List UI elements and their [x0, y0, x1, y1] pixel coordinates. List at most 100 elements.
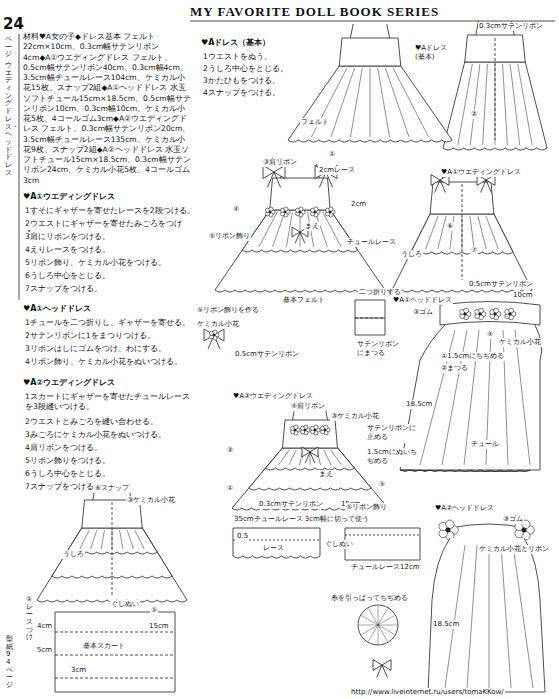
callout-label: 4スナップをつける。: [202, 88, 281, 98]
rosette-fold: [362, 625, 378, 635]
callout-label: ①1.5cmにちぢめる: [440, 352, 505, 361]
gather-line: [331, 68, 355, 137]
flower-center: [509, 313, 512, 316]
callout-label: 4肩リボンをつける。: [24, 443, 103, 453]
gathered-rosette: [358, 605, 398, 645]
callout-label: ♥Aドレス (基本): [414, 44, 456, 63]
gather-line: [286, 212, 292, 247]
callout-label: ⑤リボン飾りを作る: [196, 306, 260, 315]
rosette-fold: [378, 625, 397, 626]
callout-label: ぐしぬい: [110, 600, 140, 609]
gather-line: [450, 216, 454, 249]
flower-petal: [464, 308, 469, 313]
callout-label: ①: [226, 484, 234, 493]
callout-label: ④: [232, 205, 240, 214]
gather-line: [370, 68, 371, 137]
flower-petal: [446, 520, 454, 528]
gather-line: [289, 450, 296, 465]
flower-petal: [329, 207, 333, 211]
flower-center: [304, 429, 306, 431]
callout-label: 1チュールを二つ折りし、ギャザーを寄せる。: [24, 318, 196, 328]
callout-label: 3かたひもをつける。: [202, 76, 281, 86]
callout-label: ⑥スナップ: [94, 484, 130, 493]
callout-label: ⑤: [150, 606, 158, 615]
callout-label: ぐしぬい: [324, 540, 354, 549]
gather-line: [120, 530, 123, 549]
skirt-tier: [249, 448, 371, 490]
callout-label: 1スカートにギャザーを寄せたチュールレースを3段縫いつける。: [24, 392, 191, 413]
callout-label: まえ: [304, 222, 320, 231]
callout-label: ⑤リボン飾り: [208, 232, 251, 241]
callout-label: 18.5cm: [405, 400, 433, 409]
gather-line: [393, 68, 428, 137]
flower-center: [522, 528, 527, 533]
gather-line: [470, 216, 474, 249]
veil-fold: [501, 545, 511, 688]
callout-label: ⑤リボン飾り: [345, 503, 388, 512]
skirt-tier: [232, 448, 388, 510]
callout-label: うしろ: [62, 550, 85, 559]
elastic-band: [450, 524, 525, 528]
flower-petal: [294, 425, 298, 429]
callout-label: サテンリボンに止める: [366, 424, 418, 443]
callout-label: サテンリボンにまつる: [356, 340, 402, 359]
callout-label: ②まつる: [440, 364, 469, 373]
bodice: [339, 38, 401, 66]
section-heading: ♥A①ウエディングドレス: [22, 192, 116, 203]
gather-line: [470, 64, 480, 145]
callout-label: 0.3cmサテンリボン: [478, 22, 544, 31]
callout-label: 3みごろにケミカル小花をぬいつける。: [24, 430, 167, 440]
ribbon-bow: [373, 660, 391, 678]
flower-center: [479, 313, 482, 316]
callout-label: ⑥: [446, 222, 454, 231]
callout-label: ケミカル小花とリボン: [478, 545, 550, 554]
callout-label: チュール: [470, 440, 500, 449]
callout-label: 5cm: [36, 646, 53, 655]
callout-label: 5リボン飾り、ケミカル小花をつける。: [24, 258, 167, 268]
callout-label: まえ: [318, 470, 334, 479]
callout-label: 2うしろ中心をとじる。: [202, 64, 289, 74]
gather-line: [273, 212, 285, 247]
callout-label: 4えりレースをつける。: [24, 245, 111, 255]
rosette-fold: [359, 625, 378, 626]
callout-label: 4cm: [36, 622, 53, 631]
tulle-veil: [428, 538, 545, 692]
back-seam: [495, 38, 496, 140]
gather-line: [510, 64, 520, 145]
gather-line: [385, 68, 409, 137]
back-seam: [462, 184, 463, 280]
flower-petal: [314, 425, 318, 429]
veil-fold: [513, 545, 533, 688]
callout-label: 18.5cm: [432, 620, 460, 629]
callout-label: 0.5cmサテンリボン: [468, 280, 534, 289]
callout-label: ①: [328, 150, 336, 159]
lace-strip: [233, 528, 320, 558]
callout-label: うしろ: [400, 250, 423, 259]
gather-line: [324, 450, 331, 465]
flower-petal: [284, 207, 288, 211]
skirt-tier: [242, 210, 357, 252]
rosette-fold: [378, 609, 388, 625]
gather-line: [101, 530, 104, 549]
section-heading: ♥A①ヘッドドレス: [22, 304, 92, 315]
callout-label: ♥A②ヘッドドレス: [434, 504, 495, 513]
tulle-hem: [400, 470, 540, 471]
rosette-fold: [378, 616, 394, 626]
flower-center: [294, 429, 296, 431]
flower-petal: [304, 425, 308, 429]
rosette-fold: [378, 625, 394, 635]
gather-line: [278, 450, 289, 465]
callout-label: チュールレース: [346, 238, 397, 247]
flower-center: [464, 313, 467, 316]
gather-line: [300, 212, 301, 247]
ribbon-bow: [263, 165, 285, 187]
gather-line: [426, 216, 438, 249]
rosette-fold: [362, 616, 378, 626]
rosette-fold: [369, 625, 379, 641]
shoulder-strap: [350, 24, 389, 38]
flower-petal: [479, 308, 484, 313]
callout-label: 基本スカート: [82, 642, 126, 651]
vertical-caption: ページ: [5, 36, 12, 59]
drape-fold: [442, 330, 467, 465]
base-skirt-pattern: [55, 612, 175, 692]
